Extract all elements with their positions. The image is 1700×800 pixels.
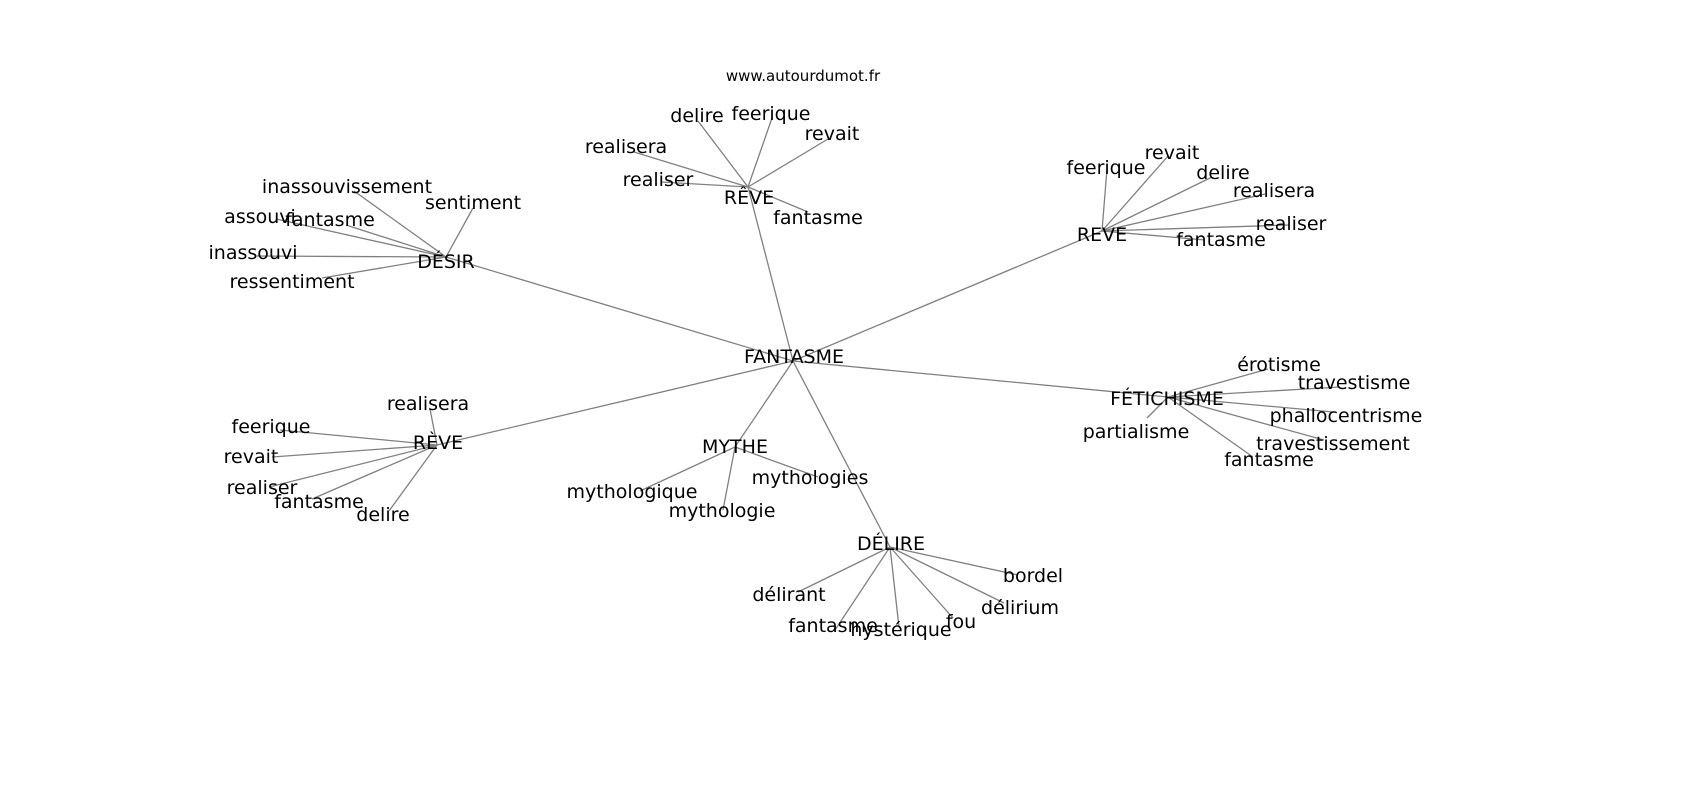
edge-root-delire-6	[792, 360, 891, 548]
node-leaf-fetichisme-3-partialisme: partialisme	[1083, 421, 1190, 443]
edge-desir-2-sentiment	[445, 207, 474, 258]
node-leaf-reve-1-revait: revait	[1145, 142, 1200, 164]
edge-delire-6-bordel	[889, 546, 1019, 576]
node-leaf-delire-6-hysterique: hystérique	[850, 619, 951, 641]
node-hub-fetichisme-3: FÉTICHISME	[1110, 387, 1224, 410]
edge-delire-6-fantasme	[834, 546, 891, 631]
node-leaf-desir-2-fantasme: fantasme	[285, 209, 375, 231]
edge-delire-6-hysterique	[889, 546, 900, 628]
node-leaf-reve-4-delire: delire	[356, 504, 409, 526]
edge-fetichisme-3-travestisme	[1167, 386, 1341, 398]
node-leaf-mythe-5-mythologies: mythologies	[752, 467, 869, 489]
edge-reve-4-fantasme	[311, 444, 438, 500]
edge-reve-0-revait	[747, 138, 829, 188]
node-hub-reve-4: RÈVE	[413, 431, 463, 454]
node-leaf-reve-0-delire: delire	[670, 105, 723, 127]
edge-reve-1-realiser	[1101, 224, 1290, 232]
node-leaf-fetichisme-3-fantasme: fantasme	[1224, 449, 1314, 471]
graph-edges	[254, 117, 1341, 631]
edge-delire-6-delirant	[797, 546, 891, 593]
node-leaf-reve-1-feerique: feerique	[1067, 157, 1146, 179]
node-leaf-reve-0-realiser: realiser	[623, 169, 694, 191]
node-leaf-delire-6-fantasme: fantasme	[788, 615, 878, 637]
node-leaf-reve-0-realisera: realisera	[585, 136, 667, 158]
edge-reve-1-realisera	[1101, 193, 1266, 232]
node-leaf-delire-6-fou: fou	[946, 611, 976, 633]
node-leaf-mythe-5-mythologie: mythologie	[669, 500, 776, 522]
node-hub-reve-0: RÊVE	[724, 186, 774, 209]
edge-reve-1-revait	[1101, 155, 1169, 232]
edge-reve-0-feerique	[747, 117, 773, 188]
edge-reve-0-fantasme	[747, 186, 809, 213]
edge-root-reve-1	[792, 230, 1103, 362]
node-leaf-reve-4-realisera: realisera	[387, 393, 469, 415]
edge-reve-4-feerique	[279, 429, 438, 446]
edge-desir-2-inassouvi	[254, 255, 447, 258]
node-hub-reve-1: REVE	[1077, 224, 1127, 246]
node-leaf-fetichisme-3-travestisme: travestisme	[1298, 372, 1411, 394]
node-hub-mythe-5: MYTHE	[702, 436, 768, 458]
node-leaf-desir-2-assouvi: assouvi	[224, 206, 296, 228]
node-leaf-delire-6-bordel: bordel	[1003, 565, 1063, 587]
node-leaf-desir-2-sentiment: sentiment	[425, 192, 521, 214]
edge-mythe-5-mythologie	[722, 446, 736, 511]
node-root-fantasme: FANTASME	[744, 346, 844, 368]
edge-reve-4-realisera	[429, 408, 438, 446]
node-leaf-reve-1-realiser: realiser	[1256, 213, 1327, 235]
edge-reve-1-delire	[1101, 176, 1213, 232]
node-leaf-reve-1-delire: delire	[1196, 162, 1249, 184]
edge-reve-0-realisera	[633, 151, 749, 188]
edge-mythe-5-mythologies	[734, 446, 819, 478]
node-hub-delire-6: DÉLIRE	[857, 532, 925, 555]
edge-desir-2-ressentiment	[321, 256, 447, 279]
edge-reve-4-revait	[271, 444, 438, 458]
node-leaf-reve-1-fantasme: fantasme	[1176, 229, 1266, 251]
edge-reve-0-delire	[697, 120, 749, 188]
edge-fetichisme-3-partialisme	[1146, 396, 1169, 419]
edge-root-reve-0	[747, 186, 794, 362]
node-leaf-fetichisme-3-erotisme: érotisme	[1237, 354, 1321, 376]
edge-delire-6-fou	[889, 546, 954, 619]
edge-desir-2-assouvi	[275, 218, 447, 258]
edge-fetichisme-3-phallocentrisme	[1167, 396, 1334, 413]
edge-mythe-5-mythologique	[639, 446, 736, 492]
node-leaf-delire-6-delirant: délirant	[752, 584, 825, 606]
node-leaf-desir-2-inassouvi: inassouvi	[209, 242, 298, 264]
edge-reve-4-realiser	[268, 444, 438, 488]
node-leaf-reve-4-feerique: feerique	[232, 416, 311, 438]
node-hub-desir-2: DÉSIR	[417, 250, 475, 273]
node-leaf-reve-0-feerique: feerique	[732, 103, 811, 125]
edge-reve-0-realiser	[660, 181, 749, 188]
node-leaf-desir-2-inassouvissement: inassouvissement	[262, 176, 432, 198]
edge-desir-2-inassouvissement	[353, 190, 447, 258]
node-leaf-reve-4-realiser: realiser	[227, 477, 298, 499]
edge-fetichisme-3-fantasme	[1167, 396, 1254, 458]
node-leaf-mythe-5-mythologique: mythologique	[567, 481, 698, 503]
edge-delire-6-delirium	[889, 546, 1005, 604]
node-leaf-reve-0-revait: revait	[805, 123, 860, 145]
node-leaf-reve-4-fantasme: fantasme	[274, 491, 364, 513]
node-leaf-desir-2-ressentiment: ressentiment	[229, 271, 354, 293]
edge-root-fetichisme-3	[792, 360, 1169, 398]
edge-fetichisme-3-erotisme	[1167, 368, 1269, 398]
node-leaf-fetichisme-3-phallocentrisme: phallocentrisme	[1270, 405, 1423, 427]
node-leaf-reve-4-revait: revait	[224, 446, 279, 468]
edge-reve-1-fantasme	[1101, 230, 1206, 241]
node-leaf-fetichisme-3-travestissement: travestissement	[1256, 433, 1410, 455]
edge-fetichisme-3-travestissement	[1167, 396, 1325, 441]
edge-reve-1-feerique	[1101, 168, 1108, 232]
node-leaf-delire-6-delirium: délirium	[981, 597, 1059, 619]
edge-root-reve-4	[436, 360, 794, 446]
edge-reve-4-delire	[388, 444, 438, 512]
site-url-title: www.autourdumot.fr	[726, 67, 881, 85]
node-leaf-reve-1-realisera: realisera	[1233, 180, 1315, 202]
node-leaf-reve-0-fantasme: fantasme	[773, 207, 863, 229]
edge-root-mythe-5	[734, 360, 794, 448]
edge-desir-2-fantasme	[345, 224, 447, 258]
edge-root-desir-2	[445, 256, 794, 362]
